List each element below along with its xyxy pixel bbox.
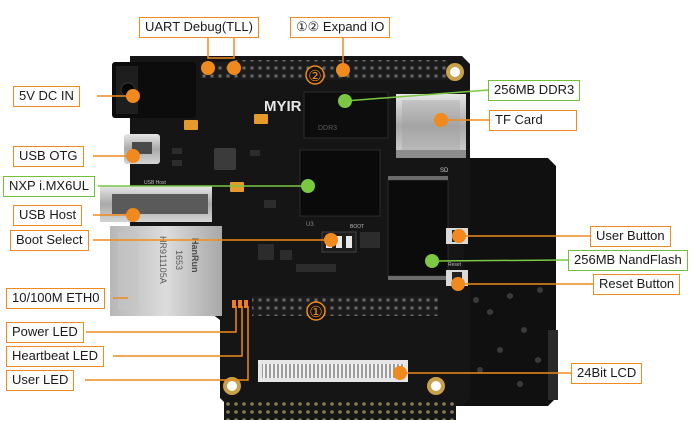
reset-silk: Reset <box>448 262 462 268</box>
smd-components <box>172 148 380 272</box>
leader-lines <box>85 38 593 381</box>
ethernet-part: HR911105A <box>158 236 168 284</box>
base-board-connector <box>548 330 558 400</box>
label-nxp: NXP i.MX6UL <box>3 176 95 197</box>
label-power-led: Power LED <box>6 322 84 343</box>
leader-nand <box>431 259 569 262</box>
leader-ddr3 <box>344 89 489 102</box>
label-tf-card: TF Card <box>489 110 577 131</box>
label-ddr3: 256MB DDR3 <box>488 80 581 101</box>
dc-jack <box>112 62 196 118</box>
label-24bit-lcd: 24Bit LCD <box>571 363 643 384</box>
label-5v-dc-in: 5V DC IN <box>13 86 80 107</box>
boot-silk: BOOT <box>350 224 364 230</box>
usb-host-silk: USB Host <box>144 180 167 186</box>
header-marker-1-text: ① <box>309 303 322 321</box>
label-usb-host: USB Host <box>13 205 83 226</box>
label-boot-select: Boot Select <box>10 230 89 251</box>
leader-user-led <box>85 306 249 381</box>
label-user-led: User LED <box>6 370 75 391</box>
inductor <box>214 148 236 170</box>
tf-card-slot: SD <box>396 94 466 174</box>
base-board-pads <box>473 287 543 387</box>
mounting-holes <box>223 63 464 395</box>
sd-silk: SD <box>440 168 449 174</box>
ddr3-silk: DDR3 <box>318 125 337 132</box>
main-board <box>130 56 470 406</box>
label-reset-button: Reset Button <box>593 274 681 295</box>
label-user-button: User Button <box>590 226 671 247</box>
tantalum-caps <box>184 114 268 192</box>
status-leds <box>232 300 248 308</box>
expand-io-header-1 <box>252 296 438 316</box>
ethernet-code: 1653 <box>174 250 184 270</box>
label-heartbeat-led: Heartbeat LED <box>6 346 104 367</box>
header-marker-1: ① <box>306 301 326 321</box>
header-marker-2-text: ② <box>308 67 321 85</box>
nandflash-chip <box>387 176 449 280</box>
leader-heartbeat-led <box>113 306 243 357</box>
ethernet-brand: HanRun <box>190 238 200 273</box>
label-uart-debug: UART Debug(TLL) <box>139 17 259 38</box>
header-marker-2: ② <box>305 65 325 85</box>
leader-dots-green <box>301 94 439 268</box>
label-usb-otg: USB OTG <box>13 146 84 167</box>
board-logo: MYIR <box>264 98 302 115</box>
cpu-silk: U3 <box>306 222 314 228</box>
leader-lines-green <box>98 89 569 262</box>
bottom-pin-header <box>224 402 456 420</box>
label-eth: 10/100M ETH0 <box>6 288 106 309</box>
lcd-connector <box>258 360 408 382</box>
ethernet-jack: HanRun HR911105A 1653 <box>110 226 222 316</box>
leader-power-led <box>86 306 237 333</box>
ddr3-chip: DDR3 <box>303 91 389 139</box>
leader-uart <box>207 38 235 59</box>
leader-dots <box>126 61 466 380</box>
base-board <box>455 158 556 406</box>
label-expand-io: ①② Expand IO <box>290 17 391 38</box>
label-nandflash: 256MB NandFlash <box>568 250 688 271</box>
